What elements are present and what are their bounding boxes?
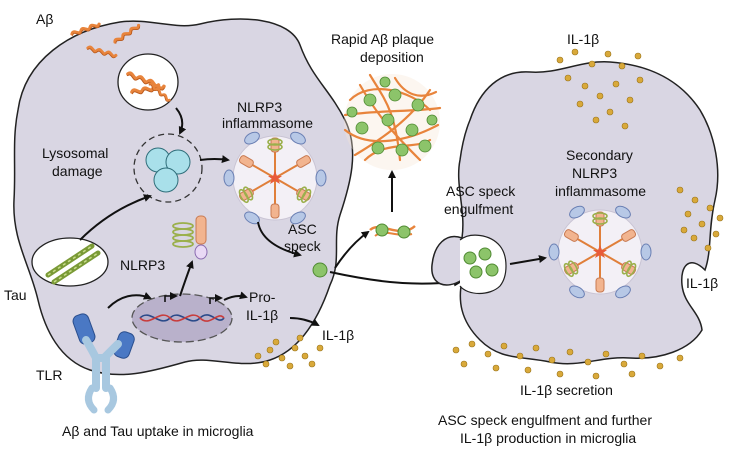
il1b-dots-left — [254, 334, 324, 370]
arrow-asc-to-complex — [334, 230, 370, 269]
label-il1b-secretion: IL-1β secretion — [520, 382, 613, 398]
label-secondary-inflammasome: inflammasome — [555, 183, 646, 199]
abeta-plaque — [343, 73, 442, 170]
asc-abeta-complex — [369, 223, 416, 239]
engulfed-asc-specks — [459, 234, 507, 295]
arrow-tau-to-lysosome — [79, 194, 152, 241]
label-plaque-2: deposition — [360, 49, 424, 65]
label-il1b-left: IL-1β — [322, 327, 354, 343]
arrow-nucleus-to-nlrp3 — [179, 260, 194, 297]
label-secondary: Secondary — [566, 147, 633, 163]
arrow-inflammasome-to-asc — [257, 221, 302, 258]
lysosome-cluster — [133, 133, 203, 203]
label-il1b-top: IL-1β — [567, 31, 599, 47]
label-nlrp3-inflammasome-2: inflammasome — [222, 115, 313, 131]
tlr-receptor-icon — [72, 313, 135, 414]
arrow-engulfment-to-secondary — [509, 255, 547, 265]
label-pro-il1b: IL-1β — [246, 307, 278, 323]
label-secondary-nlrp3: NLRP3 — [572, 165, 617, 181]
label-plaque-1: Rapid Aβ plaque — [331, 31, 434, 47]
label-tlr: TLR — [36, 367, 62, 383]
label-damage: damage — [52, 163, 103, 179]
label-asc: ASC — [288, 221, 317, 237]
abeta-endosome — [117, 53, 179, 111]
il1b-dots-right — [676, 186, 724, 252]
arrow-lysosome-to-inflammasome — [199, 155, 230, 164]
label-pro: Pro- — [249, 289, 276, 305]
label-nlrp3: NLRP3 — [120, 257, 165, 273]
label-abeta: Aβ — [36, 11, 53, 27]
label-engulf-1: ASC speck — [446, 183, 516, 199]
label-speck: speck — [284, 238, 322, 254]
caption-left: Aβ and Tau uptake in microglia — [62, 423, 254, 439]
arrow-proil1b-to-il1b — [289, 317, 320, 326]
nucleus — [131, 293, 233, 343]
arrow-transcription-2 — [209, 294, 223, 304]
label-il1b-right: IL-1β — [686, 275, 718, 291]
label-lysosomal: Lysosomal — [42, 145, 108, 161]
caption-right-2: IL-1β production in microglia — [460, 430, 636, 446]
label-nlrp3-inflammasome-1: NLRP3 — [237, 99, 282, 115]
tau-endosome — [31, 237, 109, 287]
arrow-tlr-to-nucleus — [107, 292, 152, 309]
il1b-dots-top — [556, 48, 644, 130]
nlrp3-protein-icon — [172, 215, 208, 260]
il1b-dots-bottom — [452, 340, 684, 380]
arrow-nucleus-to-proil1b — [223, 291, 248, 301]
label-engulf-2: engulfment — [444, 201, 513, 217]
arrow-endosome-to-lysosome — [175, 107, 187, 135]
arrow-transcription-1 — [164, 292, 178, 302]
left-microglia-cell — [13, 18, 354, 376]
label-tau: Tau — [4, 287, 27, 303]
caption-right-1: ASC speck engulfment and further — [438, 412, 652, 428]
asc-speck-dot — [312, 262, 328, 278]
